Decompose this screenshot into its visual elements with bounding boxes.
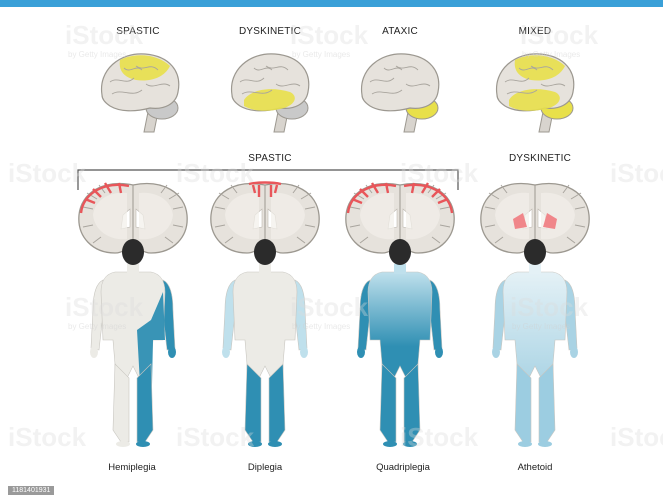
right-hand [168,346,176,358]
head [524,239,546,265]
torso [503,272,567,438]
neck [529,264,541,274]
left-hand [90,346,98,358]
head [389,239,411,265]
body-figure [357,239,443,447]
head [254,239,276,265]
right-foot [268,441,282,447]
label-mixed-top: MIXED [500,26,570,37]
stock-id-badge: 1181401931 [8,486,54,495]
left-leg [113,364,129,442]
left-foot [383,441,397,447]
torso [101,272,165,438]
body-figures [90,239,578,447]
right-hand [300,346,308,358]
cerebrum-shape [362,54,439,111]
brain-side-view [497,54,574,132]
body-figure [492,239,578,447]
brain-side-view [362,54,439,132]
brain-side-view [102,54,179,132]
right-leg [539,364,555,442]
neck [127,264,139,274]
right-foot [403,441,417,447]
right-leg [269,364,285,442]
left-foot [248,441,262,447]
brain-side-view [232,54,309,132]
right-leg [404,364,420,442]
label-spastic-top: SPASTIC [103,26,173,37]
neck [259,264,271,274]
left-hand [222,346,230,358]
torso [368,272,432,438]
left-leg [245,364,261,442]
label-athetoid: Athetoid [495,462,575,473]
left-foot [116,441,130,447]
label-spastic-bracket: SPASTIC [230,153,310,164]
left-hand [492,346,500,358]
label-dyskinetic-mid: DYSKINETIC [490,153,590,164]
label-ataxic-top: ATAXIC [365,26,435,37]
brain-side-views [102,54,574,132]
brain-coronal-views [79,183,589,254]
label-quadriplegia: Quadriplegia [358,462,448,473]
left-leg [380,364,396,442]
neck [394,264,406,274]
torso [233,272,297,438]
label-hemiplegia: Hemiplegia [92,462,172,473]
label-dyskinetic-top: DYSKINETIC [225,26,315,37]
right-foot [136,441,150,447]
right-hand [435,346,443,358]
left-hand [357,346,365,358]
right-leg [137,364,153,442]
body-figure [90,239,176,447]
label-diplegia: Diplegia [225,462,305,473]
left-foot [518,441,532,447]
right-foot [538,441,552,447]
right-hand [570,346,578,358]
left-leg [515,364,531,442]
head [122,239,144,265]
body-figure [222,239,308,447]
